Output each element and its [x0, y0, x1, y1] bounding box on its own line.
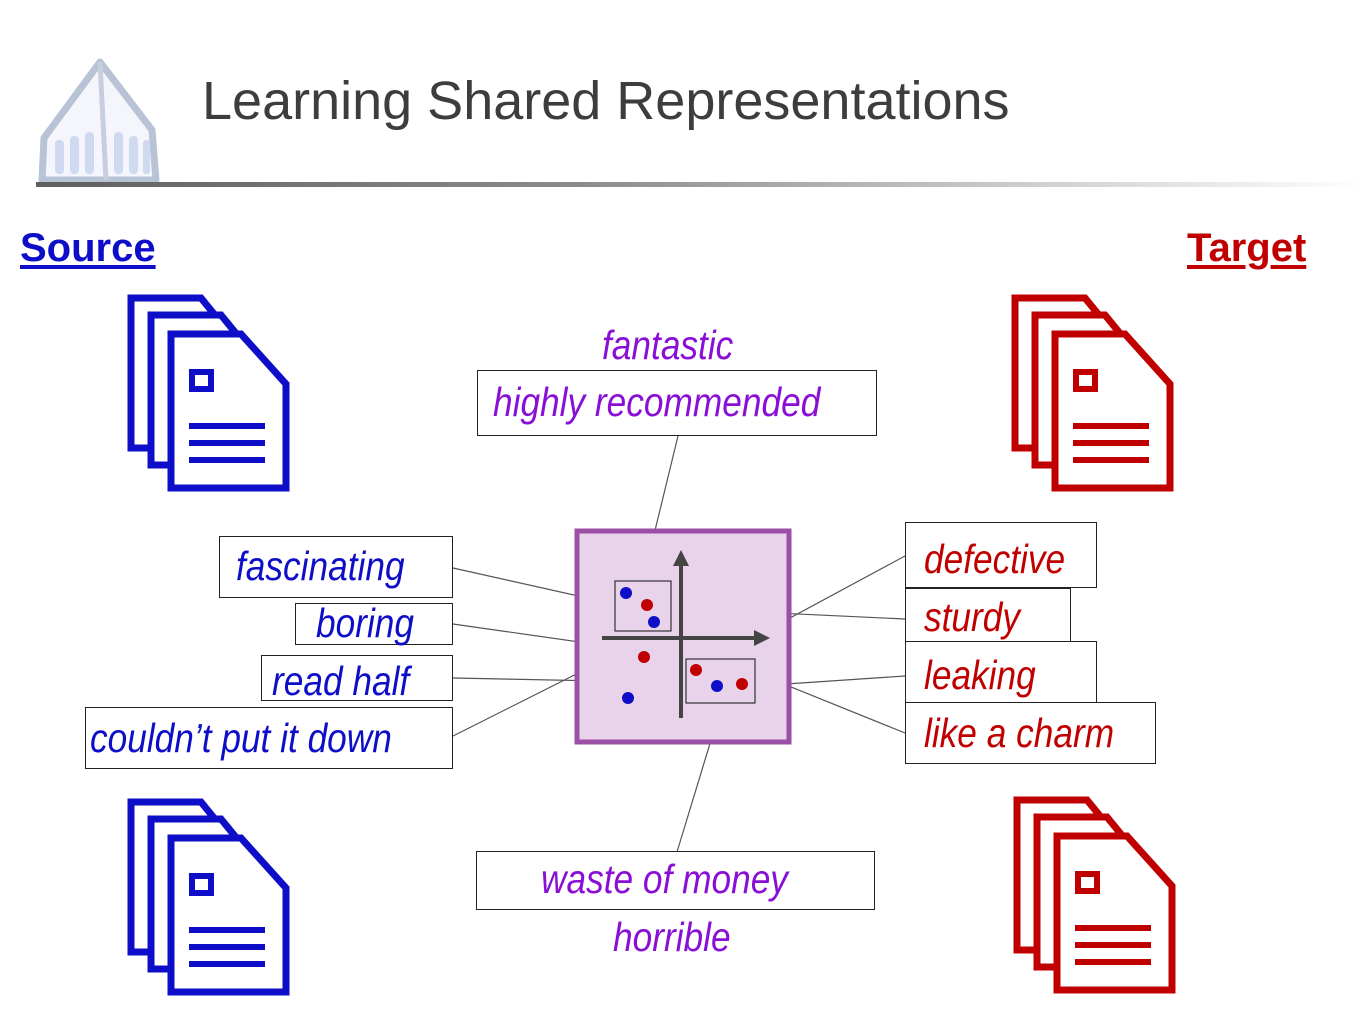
phrase-boring: boring: [316, 600, 415, 646]
phrase-fascinating: fascinating: [236, 543, 405, 589]
source-label: Source: [20, 226, 156, 270]
phrase-fantastic: fantastic: [602, 322, 734, 368]
phrase-horrible: horrible: [613, 914, 731, 960]
phrase-defective: defective: [924, 536, 1066, 582]
phrase-box-read-half: [261, 655, 453, 701]
phrase-highly-recommended: highly recommended: [493, 379, 821, 425]
document-stack-icon: [1017, 800, 1172, 990]
document-stack-icon: [131, 298, 286, 488]
phrase-box-defective: [905, 522, 1097, 588]
shared-space-panel: [574, 528, 792, 745]
phrase-box-fascinating: [219, 536, 453, 598]
document-stack-icon: [1015, 298, 1170, 488]
phrase-box-boring: [295, 603, 453, 645]
chapel-logo-icon: [38, 58, 160, 184]
phrase-sturdy: sturdy: [924, 594, 1021, 640]
phrase-leaking: leaking: [924, 652, 1036, 698]
phrase-box-like-a-charm: [905, 702, 1156, 764]
header-rule: [36, 182, 1365, 187]
phrase-box-top: [477, 370, 877, 436]
phrase-box-leaking: [905, 641, 1097, 707]
phrase-box-couldnt-put-it-down: [85, 707, 453, 769]
phrase-couldnt-put-it-down: couldn’t put it down: [90, 715, 392, 761]
target-label: Target: [1187, 226, 1307, 270]
slide-title: Learning Shared Representations: [202, 71, 1010, 131]
phrase-like-a-charm: like a charm: [924, 710, 1115, 756]
phrase-box-bottom: [476, 851, 875, 910]
phrase-waste-of-money: waste of money: [541, 856, 788, 902]
phrase-read-half: read half: [272, 658, 410, 704]
document-stack-icon: [131, 802, 286, 992]
